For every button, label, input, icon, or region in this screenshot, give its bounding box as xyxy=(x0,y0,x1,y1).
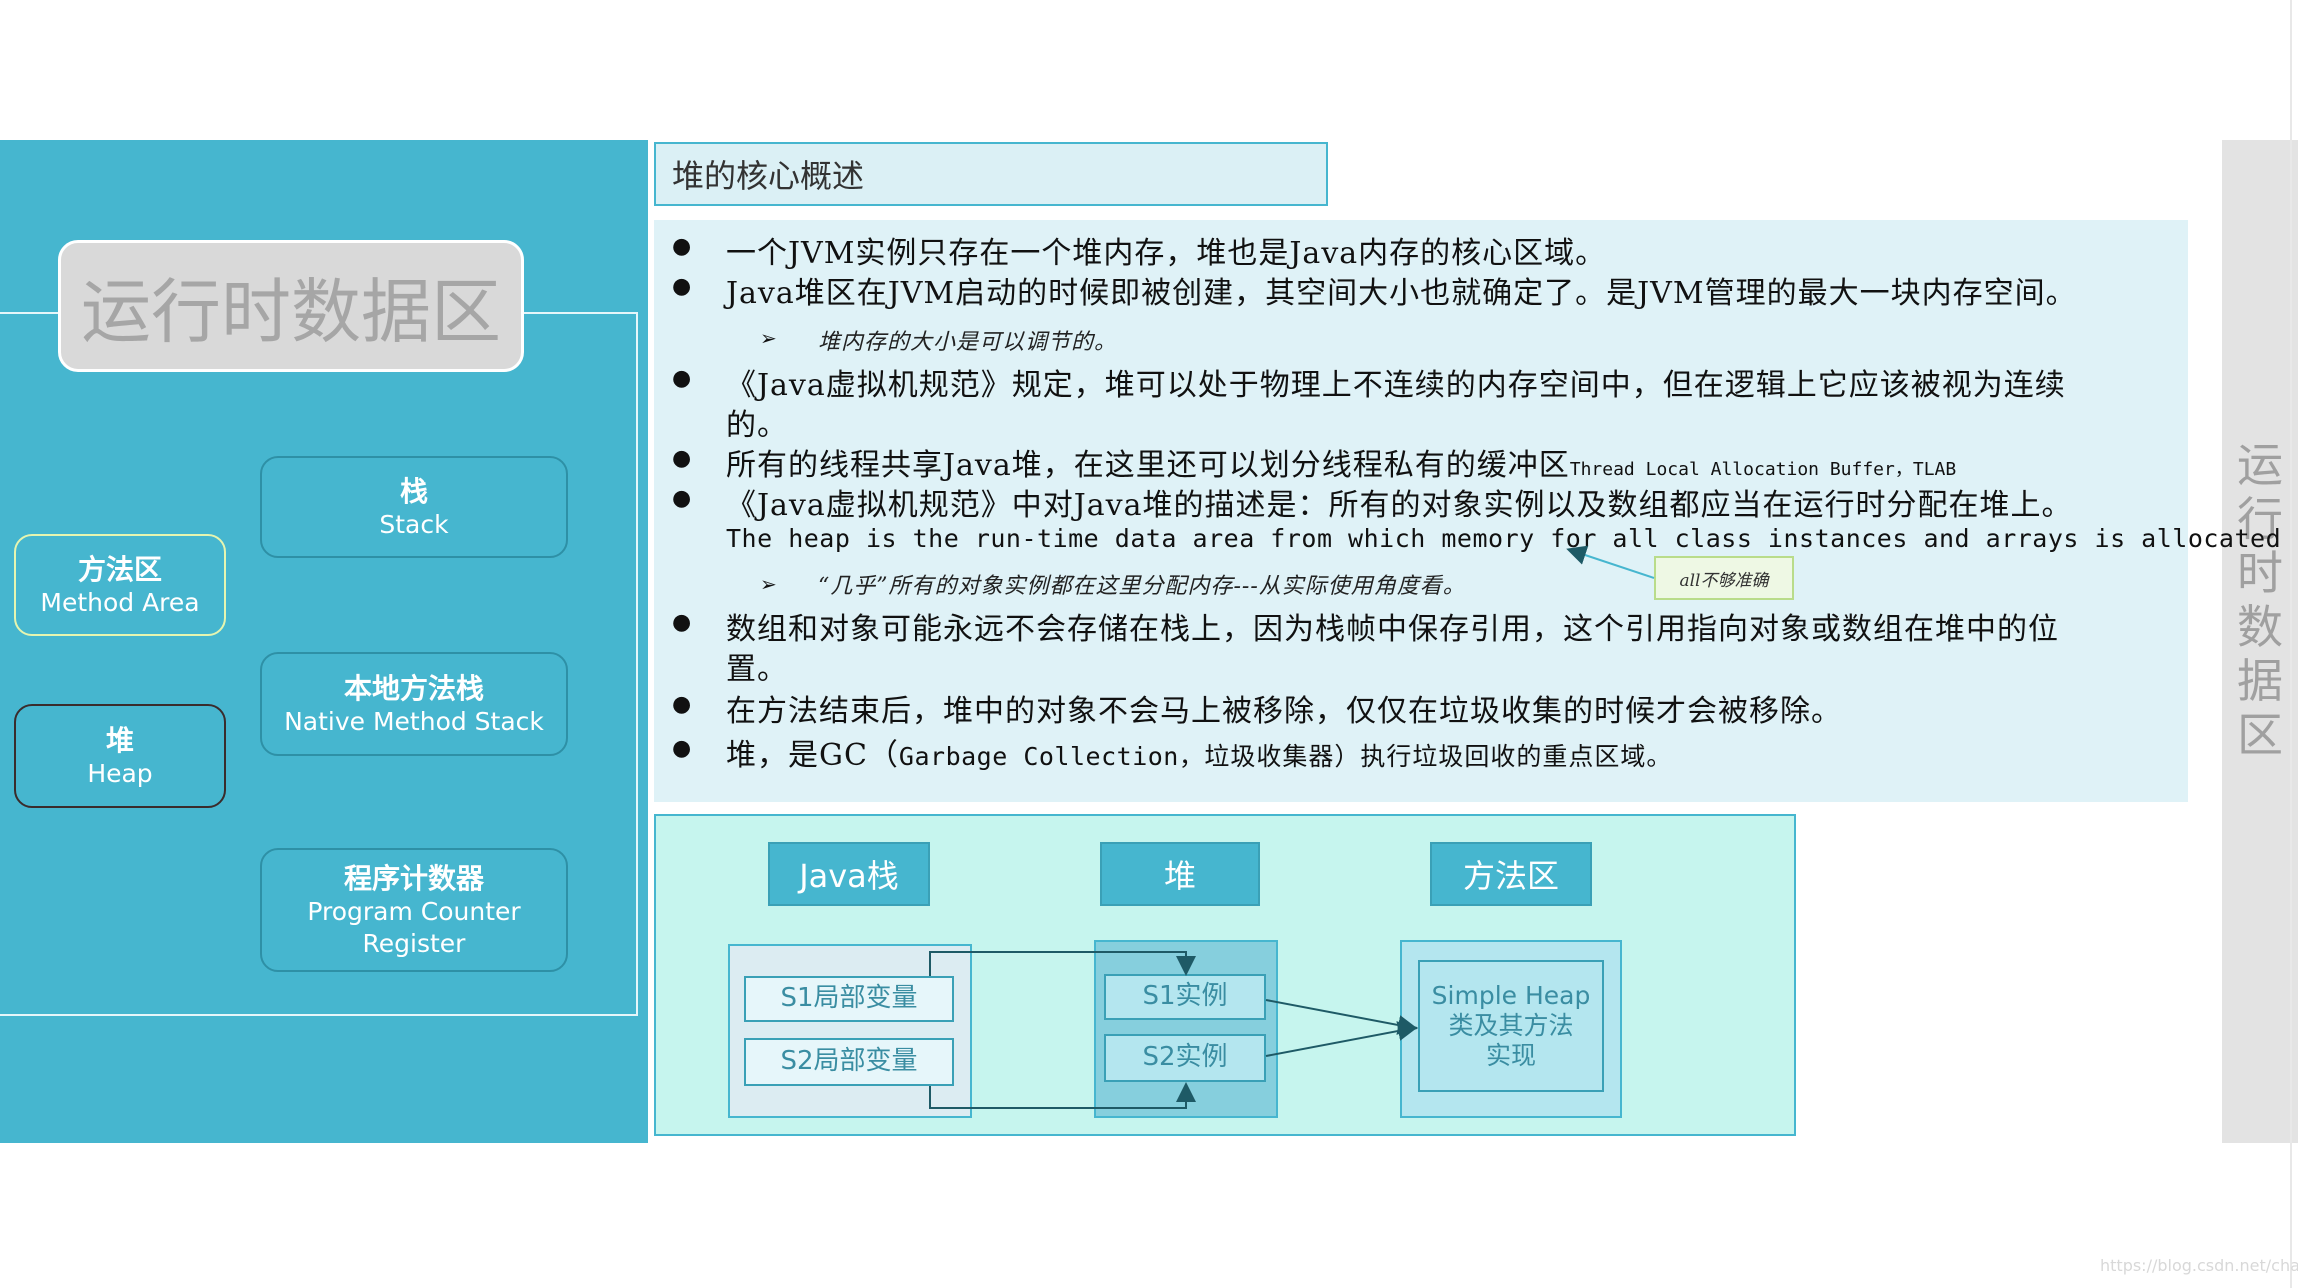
simple-heap-line-1: Simple Heap xyxy=(1431,981,1591,1010)
annotation-box: all不够准确 xyxy=(1654,556,1794,600)
bullet-dot: ● xyxy=(672,366,692,391)
heap-group xyxy=(1094,940,1278,1118)
bullet-dot: ● xyxy=(672,736,692,761)
native-stack-label-en: Native Method Stack xyxy=(284,706,544,736)
bullet-dot: ● xyxy=(672,446,692,471)
bullet-5-english: The heap is the run-time data area from … xyxy=(726,524,2282,553)
section-heading: 堆的核心概述 xyxy=(654,142,1328,206)
heap-label-zh: 堆 xyxy=(105,723,134,757)
bullet-3-line-1: 《Java虚拟机规范》规定，堆可以处于物理上不连续的内存空间中，但在逻辑上它应该… xyxy=(726,368,2066,403)
bullet-4: 所有的线程共享Java堆，在这里还可以划分线程私有的缓冲区Thread Loca… xyxy=(726,440,1956,484)
pc-label-en2: Register xyxy=(362,928,466,958)
diagram-java-stack-header: Java栈 xyxy=(768,842,930,906)
s1-local-variable: S1局部变量 xyxy=(744,976,954,1022)
simple-heap-line-3: 实现 xyxy=(1485,1041,1536,1070)
stack-label-en: Stack xyxy=(379,509,449,539)
bullet-8: 堆，是GC（Garbage Collection，垃圾收集器）执行垃圾回收的重点… xyxy=(726,730,1672,774)
heap-box[interactable]: 堆 Heap xyxy=(14,704,226,808)
simple-heap-line-2: 类及其方法 xyxy=(1448,1011,1574,1040)
bullet-dot: ● xyxy=(672,486,692,511)
bullet-8-a: 堆，是GC（ xyxy=(726,738,899,773)
bullet-dot: ● xyxy=(672,274,692,299)
simple-heap-class-box: Simple Heap 类及其方法 实现 xyxy=(1418,960,1604,1092)
s2-instance: S2实例 xyxy=(1104,1034,1266,1082)
bullet-8-c: 垃圾收集器）执行垃圾回收的重点区域。 xyxy=(1204,742,1673,771)
side-label: 运行时数据区 xyxy=(2237,438,2283,762)
bullet-7: 在方法结束后，堆中的对象不会马上被移除，仅仅在垃圾收集的时候才会被移除。 xyxy=(726,694,1842,729)
bullet-4-text: 所有的线程共享Java堆，在这里还可以划分线程私有的缓冲区 xyxy=(726,448,1570,483)
stack-box[interactable]: 栈 Stack xyxy=(260,456,568,558)
bullet-5-note: “几乎”所有的对象实例都在这里分配内存---从实际使用角度看。 xyxy=(818,574,1466,599)
diagram-method-area-header: 方法区 xyxy=(1430,842,1592,906)
bullet-dot: ● xyxy=(672,234,692,259)
bullet-2-note: 堆内存的大小是可以调节的。 xyxy=(818,330,1118,355)
method-area-label-zh: 方法区 xyxy=(77,552,162,586)
bullet-6-line-2: 置。 xyxy=(726,652,788,687)
diagram-heap-header: 堆 xyxy=(1100,842,1260,906)
java-stack-group xyxy=(728,944,972,1118)
bullet-3-line-2: 的。 xyxy=(726,408,788,443)
method-area-label-en: Method Area xyxy=(40,587,200,617)
bullet-6-line-1: 数组和对象可能永远不会存储在栈上，因为栈帧中保存引用，这个引用指向对象或数组在堆… xyxy=(726,612,2059,647)
runtime-data-area-title: 运行时数据区 xyxy=(58,240,524,372)
native-method-stack-box[interactable]: 本地方法栈 Native Method Stack xyxy=(260,652,568,756)
s1-instance: S1实例 xyxy=(1104,974,1266,1020)
heap-label-en: Heap xyxy=(87,758,153,788)
method-area-box[interactable]: 方法区 Method Area xyxy=(14,534,226,636)
side-label-bar xyxy=(2222,140,2298,1143)
s2-local-variable: S2局部变量 xyxy=(744,1038,954,1086)
bullet-5: 《Java虚拟机规范》中对Java堆的描述是：所有的对象实例以及数组都应当在运行… xyxy=(726,488,2073,523)
sub-arrow-icon: ➢ xyxy=(760,326,777,350)
bullet-1: 一个JVM实例只存在一个堆内存，堆也是Java内存的核心区域。 xyxy=(726,236,1607,271)
bullet-4-tlab: Thread Local Allocation Buffer，TLAB xyxy=(1569,459,1957,480)
pc-label-zh: 程序计数器 xyxy=(343,862,484,896)
pc-label-en1: Program Counter xyxy=(307,897,521,927)
watermark: https://blog.csdn.net/cha_i xyxy=(2100,1256,2298,1275)
stack-label-zh: 栈 xyxy=(399,474,428,508)
native-stack-label-zh: 本地方法栈 xyxy=(343,671,484,705)
scrollbar-track[interactable] xyxy=(2290,0,2292,1288)
sub-arrow-icon: ➢ xyxy=(760,572,777,596)
bullet-dot: ● xyxy=(672,692,692,717)
bullet-2: Java堆区在JVM启动的时候即被创建，其空间大小也就确定了。是JVM管理的最大… xyxy=(726,276,2077,311)
bullet-dot: ● xyxy=(672,610,692,635)
bullet-8-gc: Garbage Collection， xyxy=(898,742,1205,771)
program-counter-box[interactable]: 程序计数器 Program Counter Register xyxy=(260,848,568,972)
content-area xyxy=(654,220,2188,802)
